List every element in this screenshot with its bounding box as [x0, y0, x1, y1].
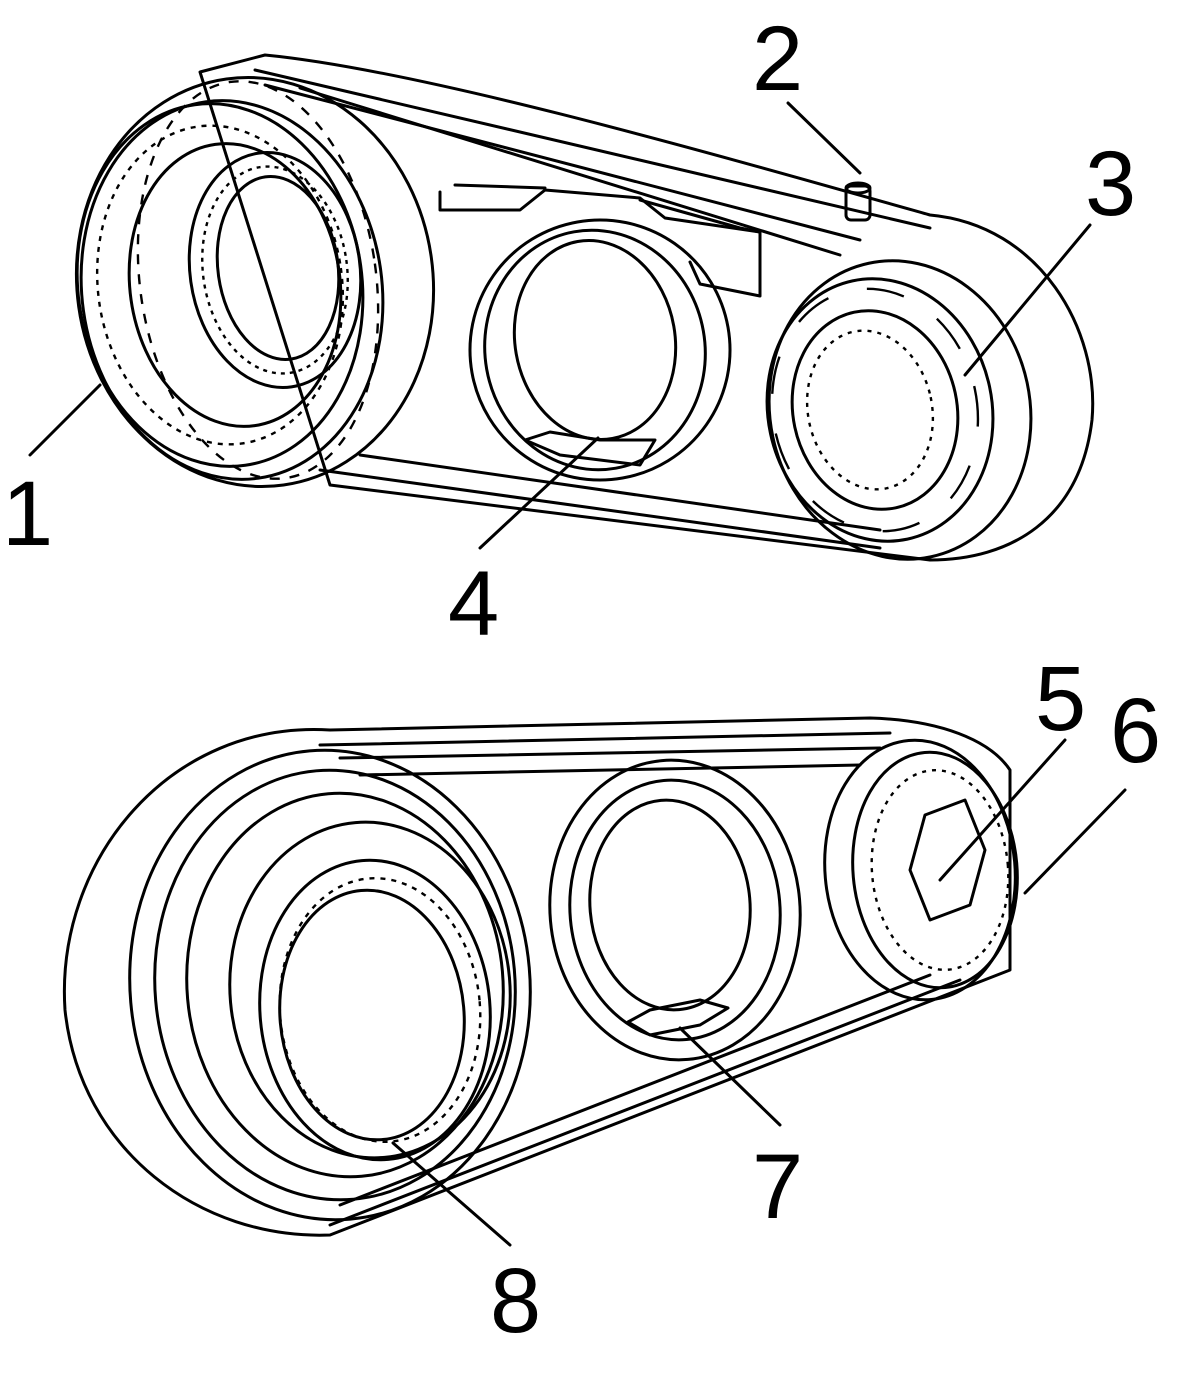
lower-band-top-1: [318, 731, 892, 747]
callout-1: 1: [2, 463, 53, 565]
upper-band-top-3: [298, 86, 842, 257]
lower-right-hex: [908, 798, 987, 922]
leader-4: [478, 436, 600, 550]
upper-left-spline-notches: [136, 80, 380, 480]
upper-band-top-2: [263, 83, 862, 242]
upper-pin: [844, 184, 872, 222]
leader-1: [28, 383, 102, 457]
leader-3: [963, 223, 1092, 377]
upper-middle-window-outer: [468, 218, 732, 482]
lower-band-bottom-1: [328, 978, 962, 1227]
upper-middle-window-bore: [512, 239, 678, 441]
upper-pin-top: [844, 181, 872, 195]
upper-band-bottom-2: [358, 453, 882, 532]
upper-right-bore: [790, 309, 960, 511]
lower-middle-ring: [568, 778, 782, 1042]
upper-left-bore-inner: [215, 175, 341, 361]
lower-middle-bore: [588, 798, 752, 1012]
callout-3: 3: [1085, 133, 1136, 235]
callout-4: 4: [448, 553, 499, 655]
lower-right-teeth: [870, 769, 1010, 971]
upper-assembly: [74, 53, 1095, 562]
lower-assembly: [62, 716, 1019, 1237]
callout-5: 5: [1035, 648, 1086, 750]
leader-5: [938, 738, 1067, 882]
upper-band-top-1: [253, 68, 932, 230]
lower-right-hub-ring: [851, 750, 1019, 990]
upper-bracket-top: [453, 183, 762, 234]
upper-right-bore-teeth: [805, 329, 935, 491]
lower-band-top-2: [338, 746, 882, 760]
upper-housing-outline: [198, 53, 1095, 562]
lower-left-hub-ring2: [185, 791, 505, 1179]
upper-right-hub-ring: [765, 277, 995, 543]
callout-7: 7: [752, 1136, 803, 1238]
leader-lines: [28, 101, 1127, 1247]
leader-8: [391, 1141, 512, 1247]
lower-left-bore: [258, 858, 492, 1162]
lower-band-top-3: [358, 763, 862, 777]
callouts: 1 2 3 4 5 6 7 8: [2, 8, 1161, 1352]
upper-middle-window-ring: [483, 228, 707, 472]
callout-8: 8: [490, 1250, 541, 1352]
lower-right-hub-outer: [823, 738, 1017, 1002]
lower-band-bottom-2: [338, 973, 932, 1207]
leader-7: [678, 1026, 782, 1127]
upper-left-bore: [187, 151, 363, 389]
callout-2: 2: [752, 8, 803, 110]
upper-bracket: [438, 188, 762, 298]
lower-housing-outline: [62, 716, 1012, 1237]
leader-6: [1023, 788, 1127, 895]
lower-middle-outer: [548, 758, 802, 1062]
lower-left-collar: [228, 820, 512, 1160]
upper-right-hub-outer: [767, 259, 1033, 561]
callout-6: 6: [1110, 680, 1161, 782]
lower-left-hub-ring1: [153, 768, 517, 1202]
upper-left-hub-rim: [79, 99, 385, 481]
leader-2: [786, 101, 862, 175]
upper-left-ring-teeth: [95, 124, 345, 446]
lower-left-bore-inner: [278, 888, 466, 1142]
upper-middle-lug: [523, 430, 657, 467]
upper-band-bottom-1: [318, 468, 882, 550]
lower-middle-lug: [626, 998, 730, 1037]
upper-right-pawl-ring: [770, 287, 980, 533]
lower-left-hub-outer: [128, 748, 532, 1222]
